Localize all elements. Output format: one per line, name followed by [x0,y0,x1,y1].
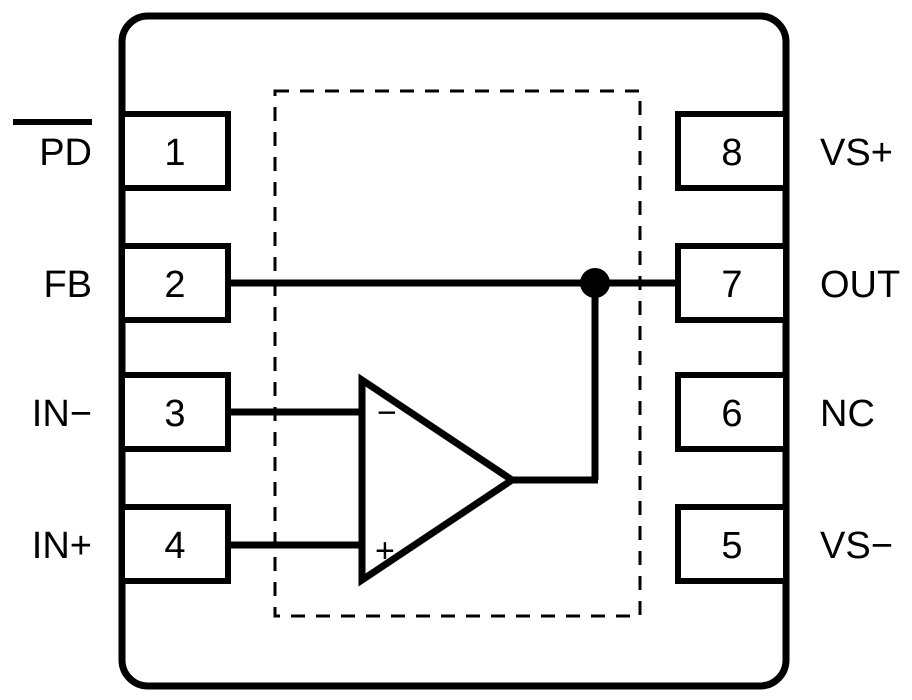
opamp-inverting-sign: − [377,394,397,432]
pin-box-7[interactable] [675,243,789,323]
pin-number-1: 1 [164,132,185,174]
pin-number-5: 5 [721,525,742,567]
pin-number-8: 8 [721,132,742,174]
pin-box-2[interactable] [119,243,231,323]
pin-label-6: NC [820,393,875,435]
pin-label-5: VS− [820,525,893,567]
pin-label-4: IN+ [32,525,92,567]
pin-box-8[interactable] [675,111,789,191]
junction-dot [580,268,610,298]
pin-box-6[interactable] [675,372,789,452]
pin-number-7: 7 [721,264,742,306]
die-boundary-dashed [273,89,642,618]
pin-label-8: VS+ [820,132,893,174]
pin-label-1: PD [39,132,92,174]
opamp-triangle [358,373,519,587]
pin-number-3: 3 [164,393,185,435]
pin-label-2: FB [43,264,92,306]
pin-label-3: IN− [32,393,92,435]
pin-box-3[interactable] [119,372,231,452]
pin-number-4: 4 [164,525,185,567]
pin-label-7: OUT [820,264,900,306]
pin-box-5[interactable] [675,504,789,584]
pin-number-2: 2 [164,264,185,306]
pin-box-4[interactable] [119,504,231,584]
pin-box-1[interactable] [119,111,231,191]
pin-number-6: 6 [721,393,742,435]
chip-body-outline [118,12,790,690]
opamp-noninverting-sign: + [375,532,395,570]
